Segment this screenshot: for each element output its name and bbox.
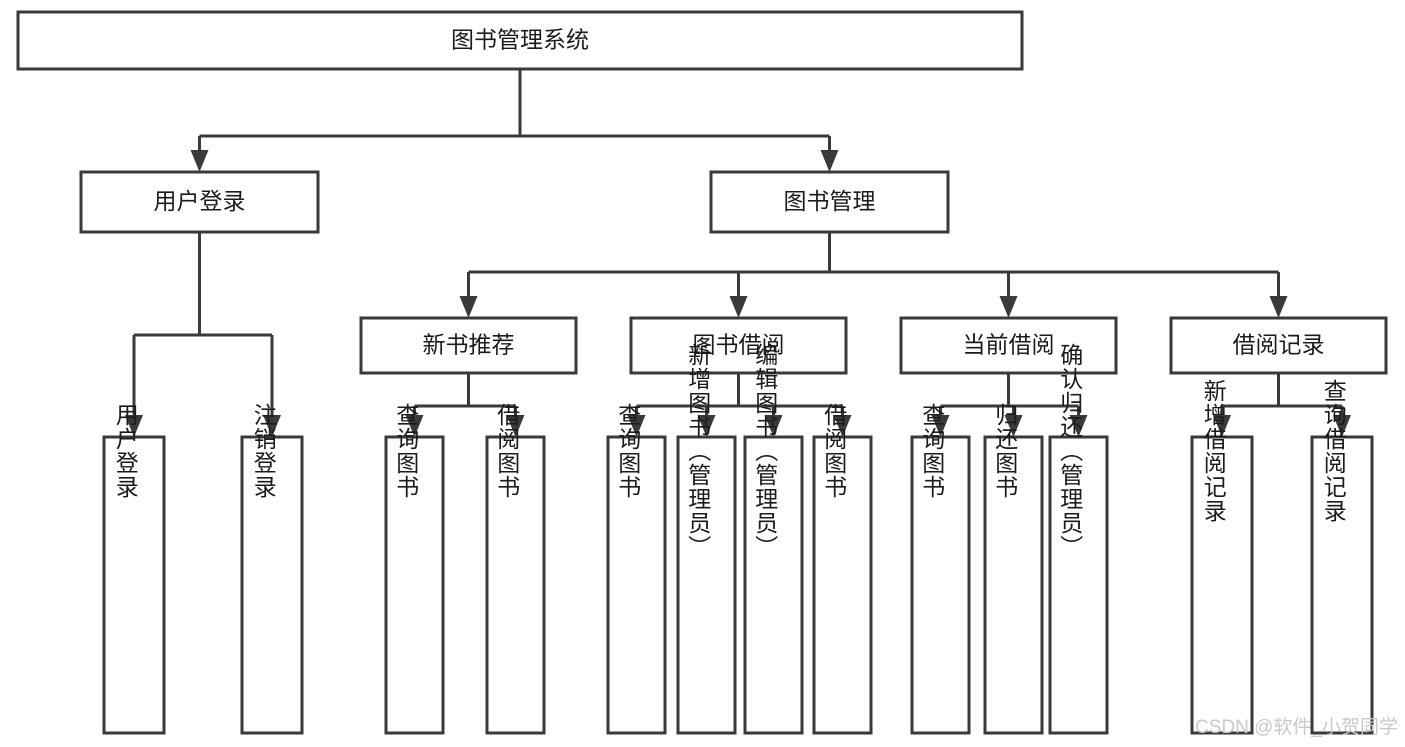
node-box-borrow-add-book <box>676 435 737 735</box>
node-label-current-borrow: 当前借阅 <box>963 332 1055 358</box>
node-box-user-logout-leaf <box>240 435 304 735</box>
node-label-user-login-leaf: 用户登录 <box>112 403 139 499</box>
arrow-head-icon-book-management <box>820 150 839 172</box>
node-label-book-management: 图书管理 <box>784 188 876 214</box>
node-box-recommend-borrow-book <box>485 435 546 735</box>
arrow-head-icon-borrow-add-book <box>697 415 716 437</box>
node-recommend-borrow-book[interactable]: 借阅图书 <box>485 403 546 735</box>
node-label-borrow-edit-book: 编辑图书（管理员） <box>752 343 779 559</box>
arrow-head-icon-borrow-record <box>1269 296 1288 318</box>
arrow-head-icon-current-borrow <box>999 296 1018 318</box>
arrow-head-icon-new-book-recommend <box>459 296 478 318</box>
arrow-head-icon-record-query <box>1333 415 1351 437</box>
node-borrow-query-book[interactable]: 查询图书 <box>606 403 667 735</box>
node-label-current-confirm-return: 确认归还（管理员） <box>1057 343 1084 559</box>
node-box-user-login <box>79 170 320 234</box>
node-record-add[interactable]: 新增借阅记录 <box>1190 379 1254 735</box>
node-current-return-book[interactable]: 归还图书 <box>983 403 1044 735</box>
node-borrow-add-book[interactable]: 新增图书（管理员） <box>676 343 737 735</box>
arrow-head-icon-current-query-book <box>931 415 950 437</box>
node-root[interactable]: 图书管理系统 <box>16 10 1024 71</box>
node-label-new-book-recommend: 新书推荐 <box>423 332 515 358</box>
arrow-head-icon-borrow-borrow-book <box>833 415 852 437</box>
node-book-management[interactable]: 图书管理 <box>709 170 950 234</box>
arrow-head-icon-user-login <box>190 150 209 172</box>
arrow-head-icon-record-add <box>1213 415 1231 437</box>
node-box-current-return-book <box>983 435 1044 735</box>
node-user-login-leaf[interactable]: 用户登录 <box>102 403 166 735</box>
node-box-current-confirm-return <box>1048 435 1109 735</box>
node-label-user-login: 用户登录 <box>154 188 246 214</box>
node-box-new-book-recommend <box>359 316 578 375</box>
node-box-record-add <box>1190 435 1254 735</box>
node-user-logout-leaf[interactable]: 注销登录 <box>240 403 304 735</box>
node-box-borrow-edit-book <box>743 435 804 735</box>
node-label-user-logout-leaf: 注销登录 <box>250 403 277 499</box>
node-label-current-return-book: 归还图书 <box>992 403 1019 499</box>
csdn-watermark: CSDN @软件_小贺同学 <box>1195 716 1398 738</box>
node-box-current-query-book <box>910 435 971 735</box>
node-layer: 图书管理系统用户登录用户登录注销登录图书管理新书推荐查询图书借阅图书图书借阅查询… <box>16 10 1388 735</box>
node-box-current-borrow <box>899 316 1118 375</box>
node-box-borrow-record <box>1169 316 1388 375</box>
node-box-recommend-query-book <box>384 435 445 735</box>
node-borrow-record[interactable]: 借阅记录 <box>1169 316 1388 375</box>
arrow-head-icon-book-borrow <box>729 296 748 318</box>
node-box-borrow-query-book <box>606 435 667 735</box>
node-current-confirm-return[interactable]: 确认归还（管理员） <box>1048 343 1109 735</box>
arrow-head-icon-user-login-leaf <box>125 415 143 437</box>
node-box-user-login-leaf <box>102 435 166 735</box>
arrow-head-icon-borrow-edit-book <box>764 415 783 437</box>
arrow-head-icon-recommend-borrow-book <box>506 415 525 437</box>
node-box-borrow-borrow-book <box>812 435 873 735</box>
node-label-book-borrow: 图书借阅 <box>693 332 785 358</box>
node-label-root: 图书管理系统 <box>451 27 589 53</box>
node-label-recommend-query-book: 查询图书 <box>393 403 420 499</box>
connector-layer <box>125 69 1351 437</box>
arrow-head-icon-recommend-query-book <box>405 415 424 437</box>
node-label-borrow-query-book: 查询图书 <box>615 403 642 499</box>
node-record-query[interactable]: 查询借阅记录 <box>1310 379 1374 735</box>
node-borrow-edit-book[interactable]: 编辑图书（管理员） <box>743 343 804 735</box>
node-label-borrow-add-book: 新增图书（管理员） <box>685 343 712 559</box>
node-box-root <box>16 10 1024 71</box>
arrow-head-icon-current-confirm-return <box>1069 415 1088 437</box>
node-label-record-query: 查询借阅记录 <box>1320 379 1347 523</box>
node-box-book-borrow <box>629 316 848 375</box>
node-box-book-management <box>709 170 950 234</box>
arrow-head-icon-borrow-query-book <box>627 415 646 437</box>
node-recommend-query-book[interactable]: 查询图书 <box>384 403 445 735</box>
node-label-borrow-record: 借阅记录 <box>1233 332 1325 358</box>
node-current-query-book[interactable]: 查询图书 <box>910 403 971 735</box>
node-book-borrow[interactable]: 图书借阅 <box>629 316 848 375</box>
node-label-recommend-borrow-book: 借阅图书 <box>494 403 521 499</box>
node-current-borrow[interactable]: 当前借阅 <box>899 316 1118 375</box>
node-user-login[interactable]: 用户登录 <box>79 170 320 234</box>
arrow-head-icon-current-return-book <box>1004 415 1023 437</box>
node-label-current-query-book: 查询图书 <box>919 403 946 499</box>
node-box-record-query <box>1310 435 1374 735</box>
node-new-book-recommend[interactable]: 新书推荐 <box>359 316 578 375</box>
node-borrow-borrow-book[interactable]: 借阅图书 <box>812 403 873 735</box>
node-label-record-add: 新增借阅记录 <box>1200 379 1227 523</box>
arrow-head-icon-user-logout-leaf <box>263 415 281 437</box>
node-label-borrow-borrow-book: 借阅图书 <box>821 403 848 499</box>
